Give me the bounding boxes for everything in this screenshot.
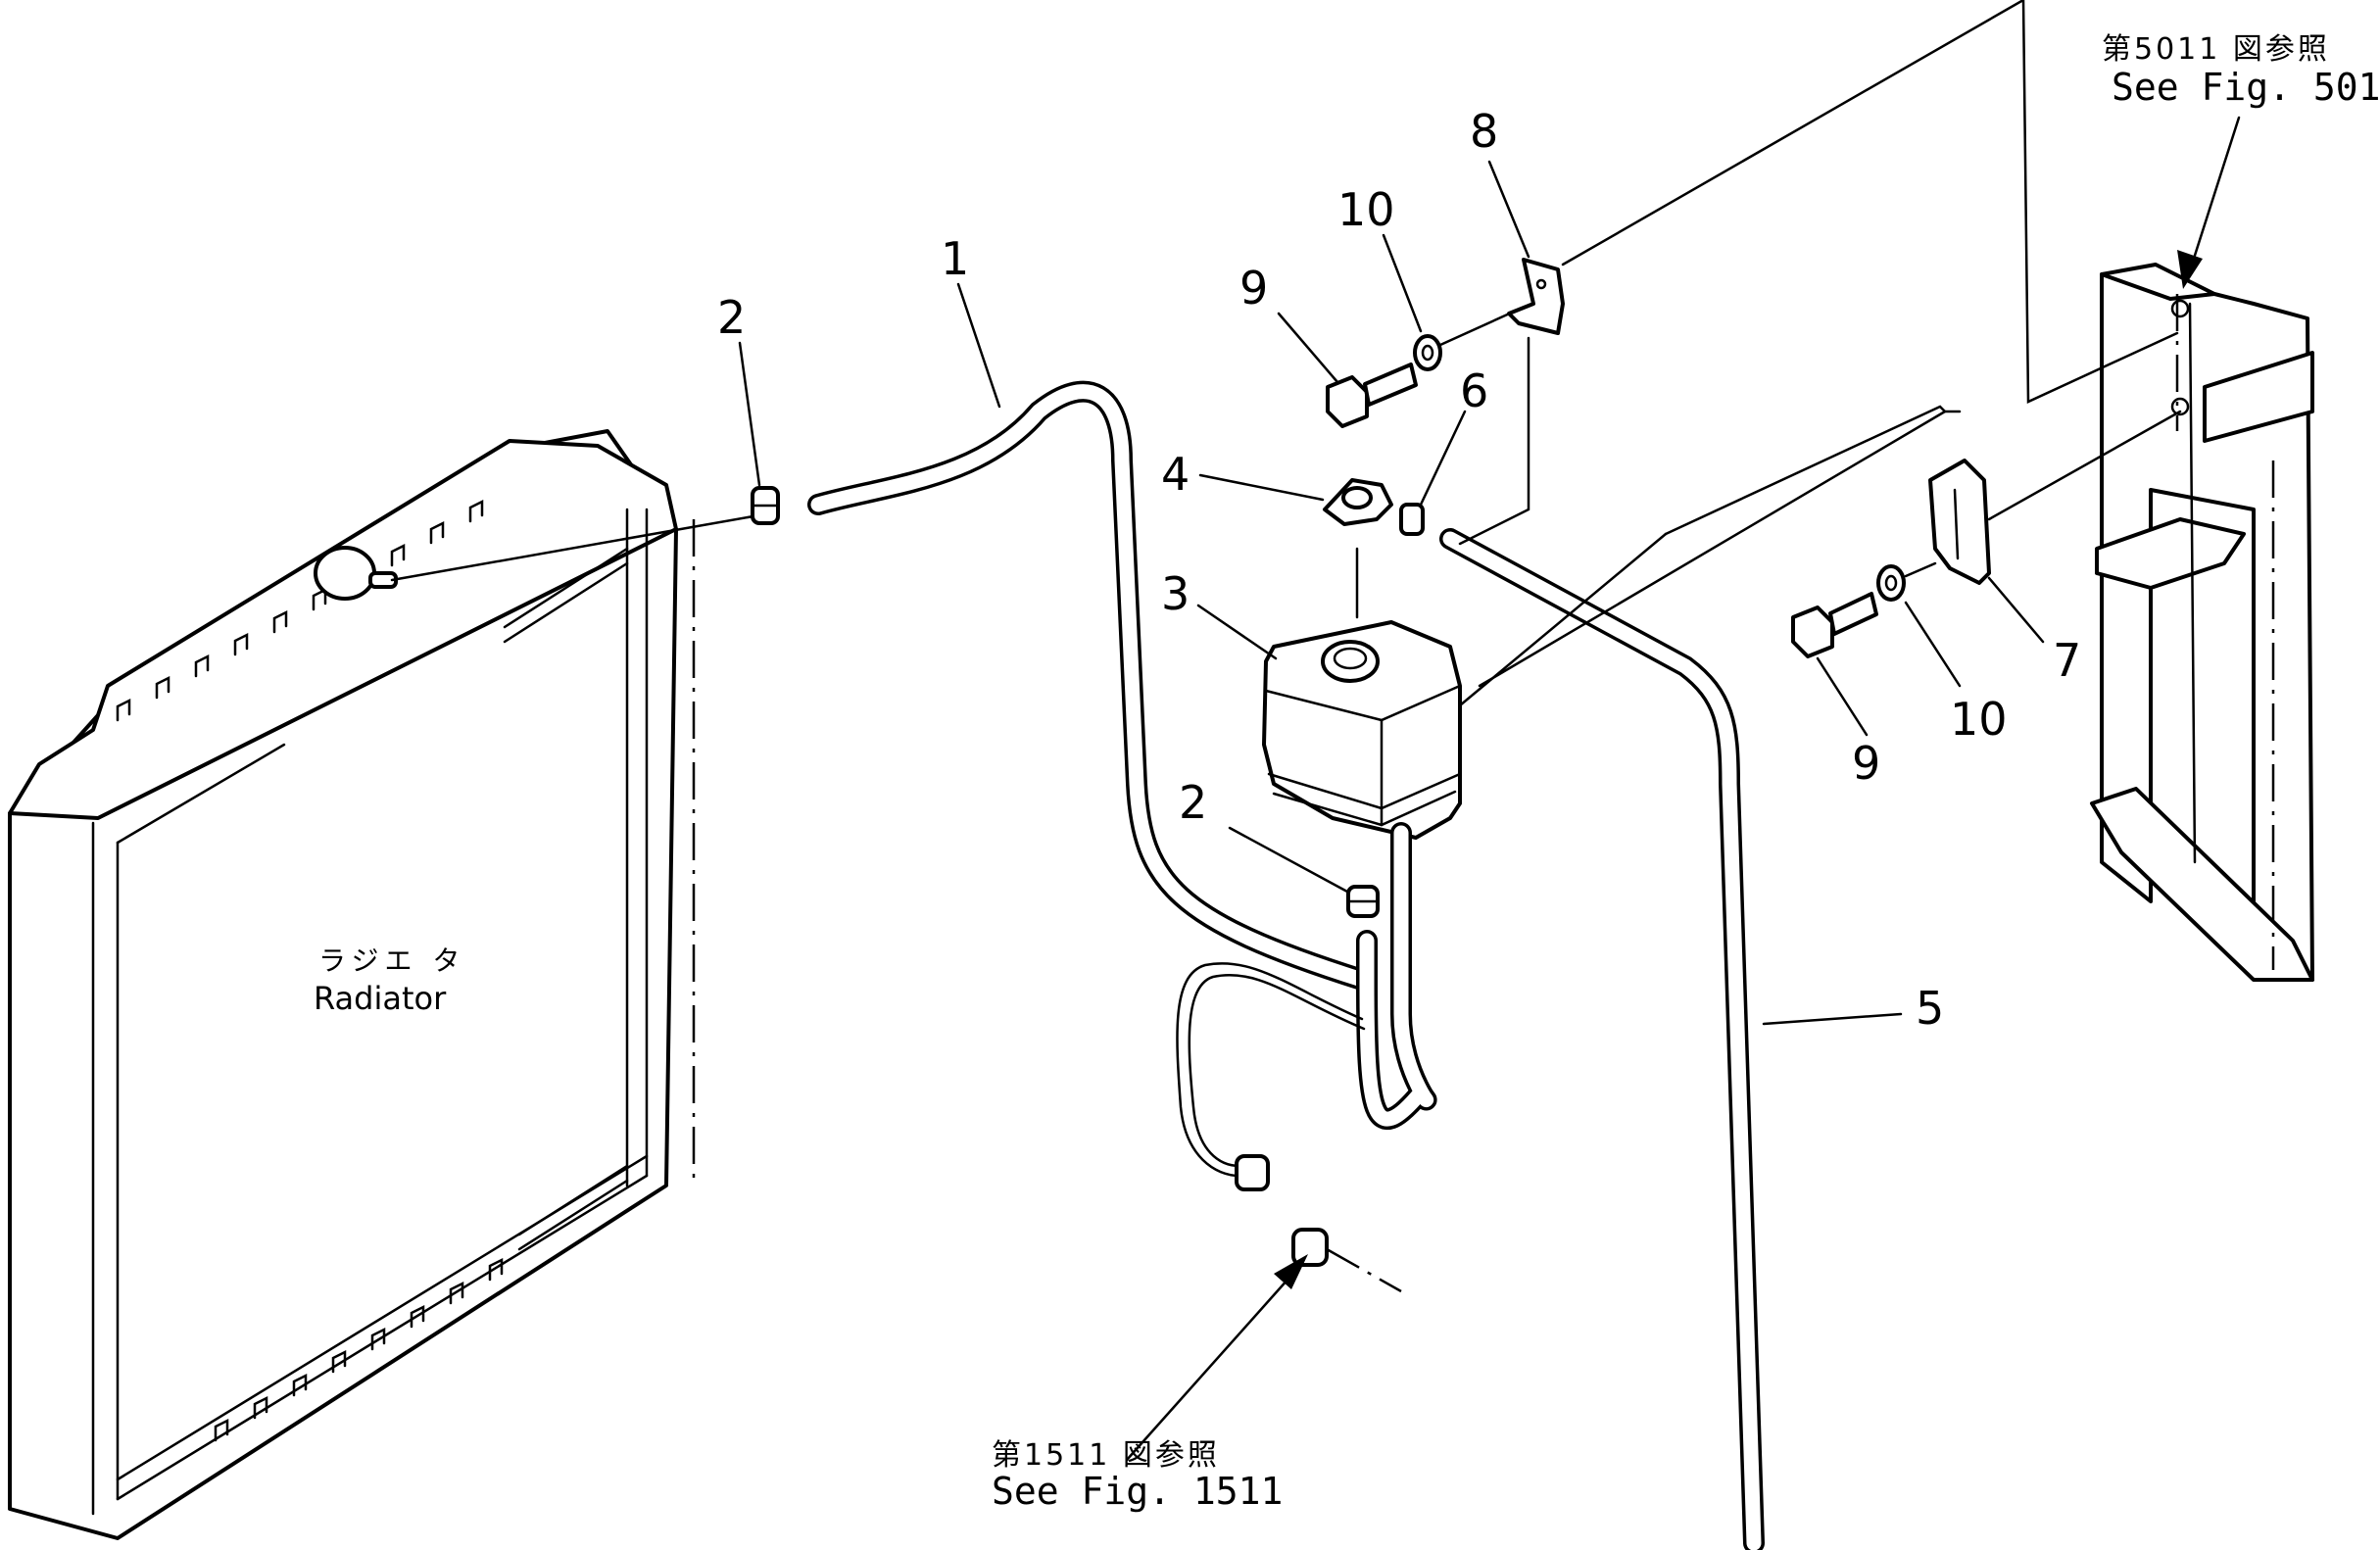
- bracket-8: [1507, 258, 1565, 335]
- washer-10-lower: [1876, 564, 1906, 602]
- label-part-5: 5: [1916, 982, 1944, 1035]
- label-part-4: 4: [1161, 448, 1190, 501]
- level-sensor-wire: [1176, 962, 1402, 1293]
- label-part-2-top: 2: [717, 291, 746, 344]
- label-part-9-lower: 9: [1852, 737, 1880, 790]
- bracket-7: [1928, 459, 1991, 585]
- label-part-9-upper: 9: [1239, 262, 1268, 315]
- bolt-9-upper: [1326, 363, 1418, 428]
- radiator-label-jp: ラジエ タ: [318, 945, 465, 977]
- tank-filler-neck: [1321, 640, 1380, 683]
- ref-1511-en: See Fig. 1511: [992, 1470, 1283, 1513]
- bolt-9-lower: [1791, 592, 1878, 658]
- sensor-connector-male: [1235, 1154, 1270, 1191]
- ref-5011-en: See Fig. 5011: [2112, 66, 2380, 109]
- hose-5: [1439, 528, 1765, 1550]
- radiator-cap: [314, 546, 376, 601]
- ref-5011-jp: 第5011 図参照: [2102, 32, 2330, 67]
- reservoir-tank-3: [1262, 620, 1462, 1130]
- label-part-7: 7: [2053, 634, 2081, 687]
- radiator-assembly: [8, 429, 696, 1540]
- label-part-10-upper: 10: [1337, 183, 1395, 236]
- mounting-frame: [2090, 263, 2314, 982]
- label-part-1: 1: [941, 232, 969, 285]
- hose-1: [807, 380, 1373, 991]
- label-part-3: 3: [1161, 567, 1190, 620]
- leader-lines: [738, 0, 2241, 1462]
- clamp-2-lower: [1346, 885, 1380, 918]
- ref-1511-jp: 第1511 図参照: [992, 1438, 1220, 1473]
- washer-10-upper: [1413, 334, 1442, 371]
- sensor-connector-female: [1291, 1228, 1329, 1267]
- label-part-10-lower: 10: [1950, 693, 2008, 746]
- label-part-8: 8: [1470, 105, 1498, 158]
- clip-6: [1399, 503, 1425, 536]
- label-part-2-lower: 2: [1179, 776, 1207, 829]
- cap-4: [1323, 478, 1393, 526]
- radiator-label-en: Radiator: [314, 980, 447, 1017]
- label-part-6: 6: [1460, 364, 1488, 417]
- radiator-top-tank: [8, 439, 678, 820]
- clamp-2-top: [751, 486, 780, 525]
